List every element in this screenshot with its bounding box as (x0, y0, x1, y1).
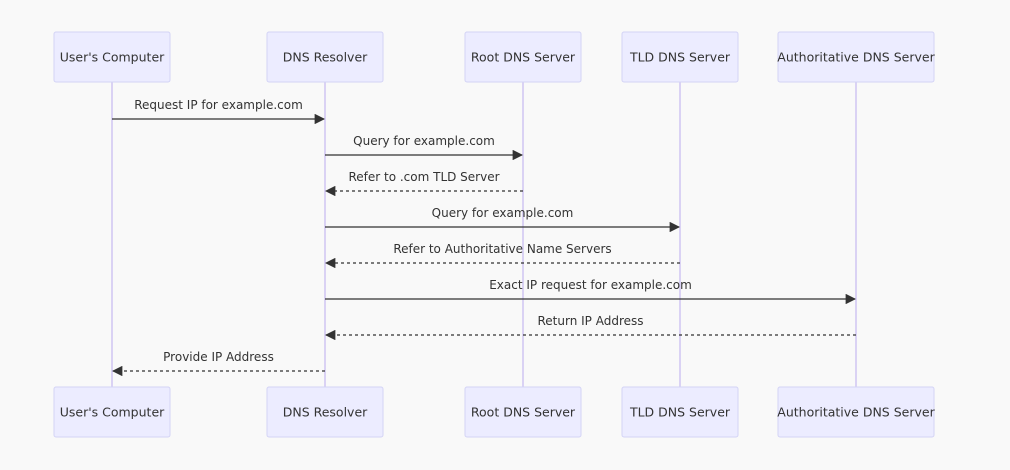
message-label: Provide IP Address (163, 350, 274, 364)
actor-label: TLD DNS Server (629, 405, 731, 420)
message-3: Refer to .com TLD Server (324, 170, 523, 197)
actor-box (777, 386, 935, 438)
actor-box (464, 386, 582, 438)
actor-label: User's Computer (60, 405, 165, 420)
message-label: Return IP Address (537, 314, 643, 328)
actor-box (777, 31, 935, 83)
actor-label: DNS Resolver (283, 50, 368, 65)
actor-label: Authoritative DNS Server (777, 405, 935, 420)
message-1: Request IP for example.com (112, 98, 326, 125)
message-label: Refer to .com TLD Server (348, 170, 499, 184)
actor-user-top: User's Computer (53, 31, 171, 83)
actor-label: TLD DNS Server (629, 50, 731, 65)
actor-label: DNS Resolver (283, 405, 368, 420)
message-label: Request IP for example.com (134, 98, 303, 112)
message-label: Query for example.com (353, 134, 495, 148)
actor-box (266, 31, 384, 83)
actor-box (621, 386, 739, 438)
actor-box (621, 31, 739, 83)
actor-auth-bottom: Authoritative DNS Server (777, 386, 936, 438)
message-8: Provide IP Address (111, 350, 325, 377)
actor-auth-top: Authoritative DNS Server (777, 31, 936, 83)
actor-root-bottom: Root DNS Server (464, 386, 582, 438)
actor-label: User's Computer (60, 50, 165, 65)
message-4: Query for example.com (325, 206, 681, 233)
message-6: Exact IP request for example.com (325, 278, 857, 305)
message-7: Return IP Address (324, 314, 856, 341)
actor-label: Root DNS Server (471, 405, 576, 420)
actor-tld-bottom: TLD DNS Server (621, 386, 739, 438)
actor-label: Authoritative DNS Server (777, 50, 935, 65)
actor-label: Root DNS Server (471, 50, 576, 65)
actor-box (464, 31, 582, 83)
actor-box (53, 31, 171, 83)
message-label: Query for example.com (432, 206, 574, 220)
actor-user-bottom: User's Computer (53, 386, 171, 438)
actor-resolver-bottom: DNS Resolver (266, 386, 384, 438)
message-5: Refer to Authoritative Name Servers (324, 242, 680, 269)
message-label: Exact IP request for example.com (489, 278, 692, 292)
actor-tld-top: TLD DNS Server (621, 31, 739, 83)
actor-box (266, 386, 384, 438)
actor-root-top: Root DNS Server (464, 31, 582, 83)
message-2: Query for example.com (325, 134, 524, 161)
actor-resolver-top: DNS Resolver (266, 31, 384, 83)
message-label: Refer to Authoritative Name Servers (393, 242, 611, 256)
actor-box (53, 386, 171, 438)
